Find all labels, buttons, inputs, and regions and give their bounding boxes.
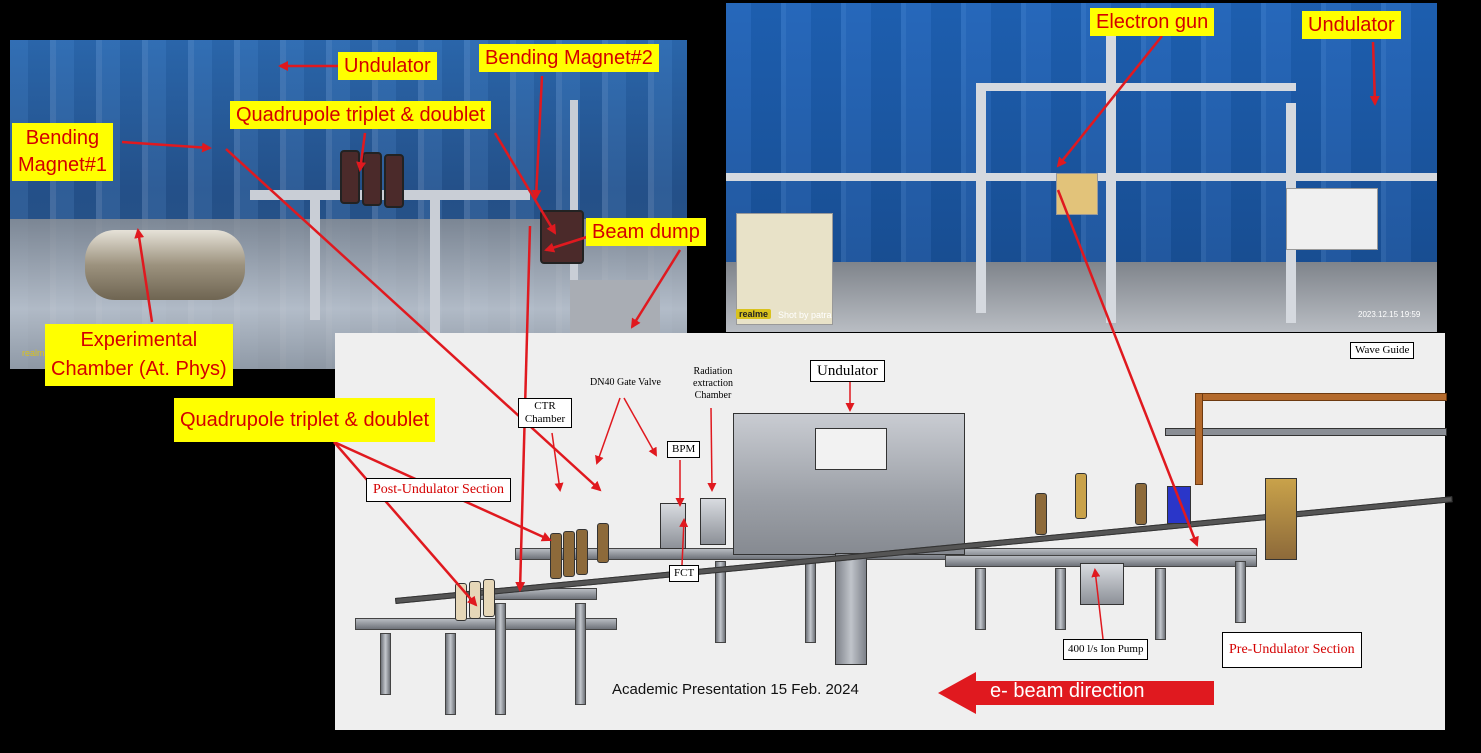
callout-experimental-chamber: Experimental Chamber (At. Phys)	[45, 324, 233, 386]
support-leg	[805, 561, 816, 643]
label-radiation-line2: extraction	[693, 378, 733, 389]
callout-bending-magnet-1-line1: Bending	[25, 127, 100, 149]
label-radiation-line1: Radiation	[693, 366, 733, 377]
quadrupole-magnet	[1075, 473, 1087, 519]
solenoid-blue	[1167, 486, 1191, 524]
callout-quadrupole-bottom: Quadrupole triplet & doublet	[174, 398, 436, 442]
callout-beam-dump: Beam dump	[586, 218, 706, 246]
beam-dump-stand	[570, 280, 660, 340]
support-frame-leg	[430, 200, 440, 340]
callout-bending-magnet-1: Bending Magnet#1	[12, 123, 113, 181]
pre-section-magnet	[455, 583, 467, 621]
support-frame-leg	[310, 200, 320, 320]
electron-gun-device	[1265, 478, 1297, 560]
photo-credit: Shot by patra	[778, 310, 832, 320]
callout-experimental-line1: Experimental	[80, 329, 198, 351]
callout-undulator-right: Undulator	[1302, 11, 1401, 39]
photo-timestamp: 2023.12.15 19:59	[1358, 310, 1421, 319]
waveguide	[1195, 393, 1203, 485]
support-leg	[715, 561, 726, 643]
photo-electron-gun-area: realme Shot by patra 2023.12.15 19:59	[726, 3, 1437, 332]
pre-section-magnet	[469, 581, 481, 619]
support-leg	[1155, 568, 1166, 640]
support-frame-post	[1106, 33, 1116, 323]
beam-direction-label: e- beam direction	[990, 680, 1145, 702]
support-rail	[355, 618, 617, 630]
pre-section-magnet	[483, 579, 495, 617]
beamline-cad-drawing	[335, 333, 1453, 730]
quadrupole-magnet	[576, 529, 588, 575]
callout-undulator-left: Undulator	[338, 52, 437, 80]
support-leg	[975, 568, 986, 630]
support-leg	[380, 633, 391, 695]
quadrupole-magnet-shape	[384, 154, 404, 208]
camera-watermark: realme	[736, 309, 772, 319]
ion-pump-device	[1080, 563, 1124, 605]
quadrupole-magnet-shape	[340, 150, 360, 204]
label-ctr-line1: CTR	[534, 400, 556, 412]
label-wave-guide: Wave Guide	[1350, 342, 1415, 359]
vacuum-housing	[1286, 188, 1378, 250]
undulator-support-column	[835, 553, 867, 665]
callout-quadrupole-top: Quadrupole triplet & doublet	[230, 101, 492, 129]
label-radiation-chamber: Radiation extraction Chamber	[689, 366, 737, 402]
quadrupole-magnet-shape	[362, 152, 382, 206]
photo-lab-overview: realme	[10, 40, 687, 369]
support-leg	[1235, 561, 1246, 623]
callout-bending-magnet-1-line2: Magnet#1	[18, 154, 107, 176]
radiation-chamber-device	[660, 503, 686, 549]
bending-magnet-shape	[540, 210, 584, 264]
support-leg	[1055, 568, 1066, 630]
support-frame-post	[976, 83, 986, 313]
callout-bending-magnet-2: Bending Magnet#2	[479, 44, 659, 72]
label-ctr-line2: Chamber	[524, 413, 566, 425]
label-fct: FCT	[669, 565, 700, 582]
camera-watermark: realme	[22, 348, 50, 358]
electron-gun-body	[1056, 173, 1098, 215]
label-pre-undulator-section: Pre-Undulator Section	[1222, 632, 1362, 668]
quadrupole-magnet	[563, 531, 575, 577]
label-ctr-chamber: CTR Chamber	[518, 398, 572, 428]
callout-electron-gun: Electron gun	[1090, 8, 1215, 36]
waveguide-rail	[1165, 428, 1447, 436]
label-ion-pump: 400 l/s Ion Pump	[1063, 639, 1149, 660]
label-dn40-gate-valve: DN40 Gate Valve	[590, 377, 661, 388]
callout-experimental-line2: Chamber (At. Phys)	[51, 358, 227, 380]
label-bpm: BPM	[667, 441, 701, 458]
label-post-undulator-section: Post-Undulator Section	[366, 478, 512, 502]
undulator-window	[815, 428, 887, 470]
academic-presentation-note: Academic Presentation 15 Feb. 2024	[612, 681, 859, 698]
support-frame	[976, 83, 1296, 91]
quadrupole-magnet	[1035, 493, 1047, 535]
label-undulator-drawing: Undulator	[810, 360, 885, 382]
ctr-chamber-device	[700, 498, 726, 545]
equipment-cabinet	[736, 213, 833, 325]
beam-direction-arrow	[938, 672, 1214, 714]
quadrupole-magnet	[550, 533, 562, 579]
support-leg	[575, 603, 586, 705]
waveguide	[1195, 393, 1447, 401]
support-leg	[495, 603, 506, 715]
support-leg	[445, 633, 456, 715]
experimental-chamber-shape	[85, 230, 245, 300]
quadrupole-magnet	[597, 523, 609, 563]
quadrupole-magnet	[1135, 483, 1147, 525]
label-radiation-line3: Chamber	[694, 390, 732, 401]
